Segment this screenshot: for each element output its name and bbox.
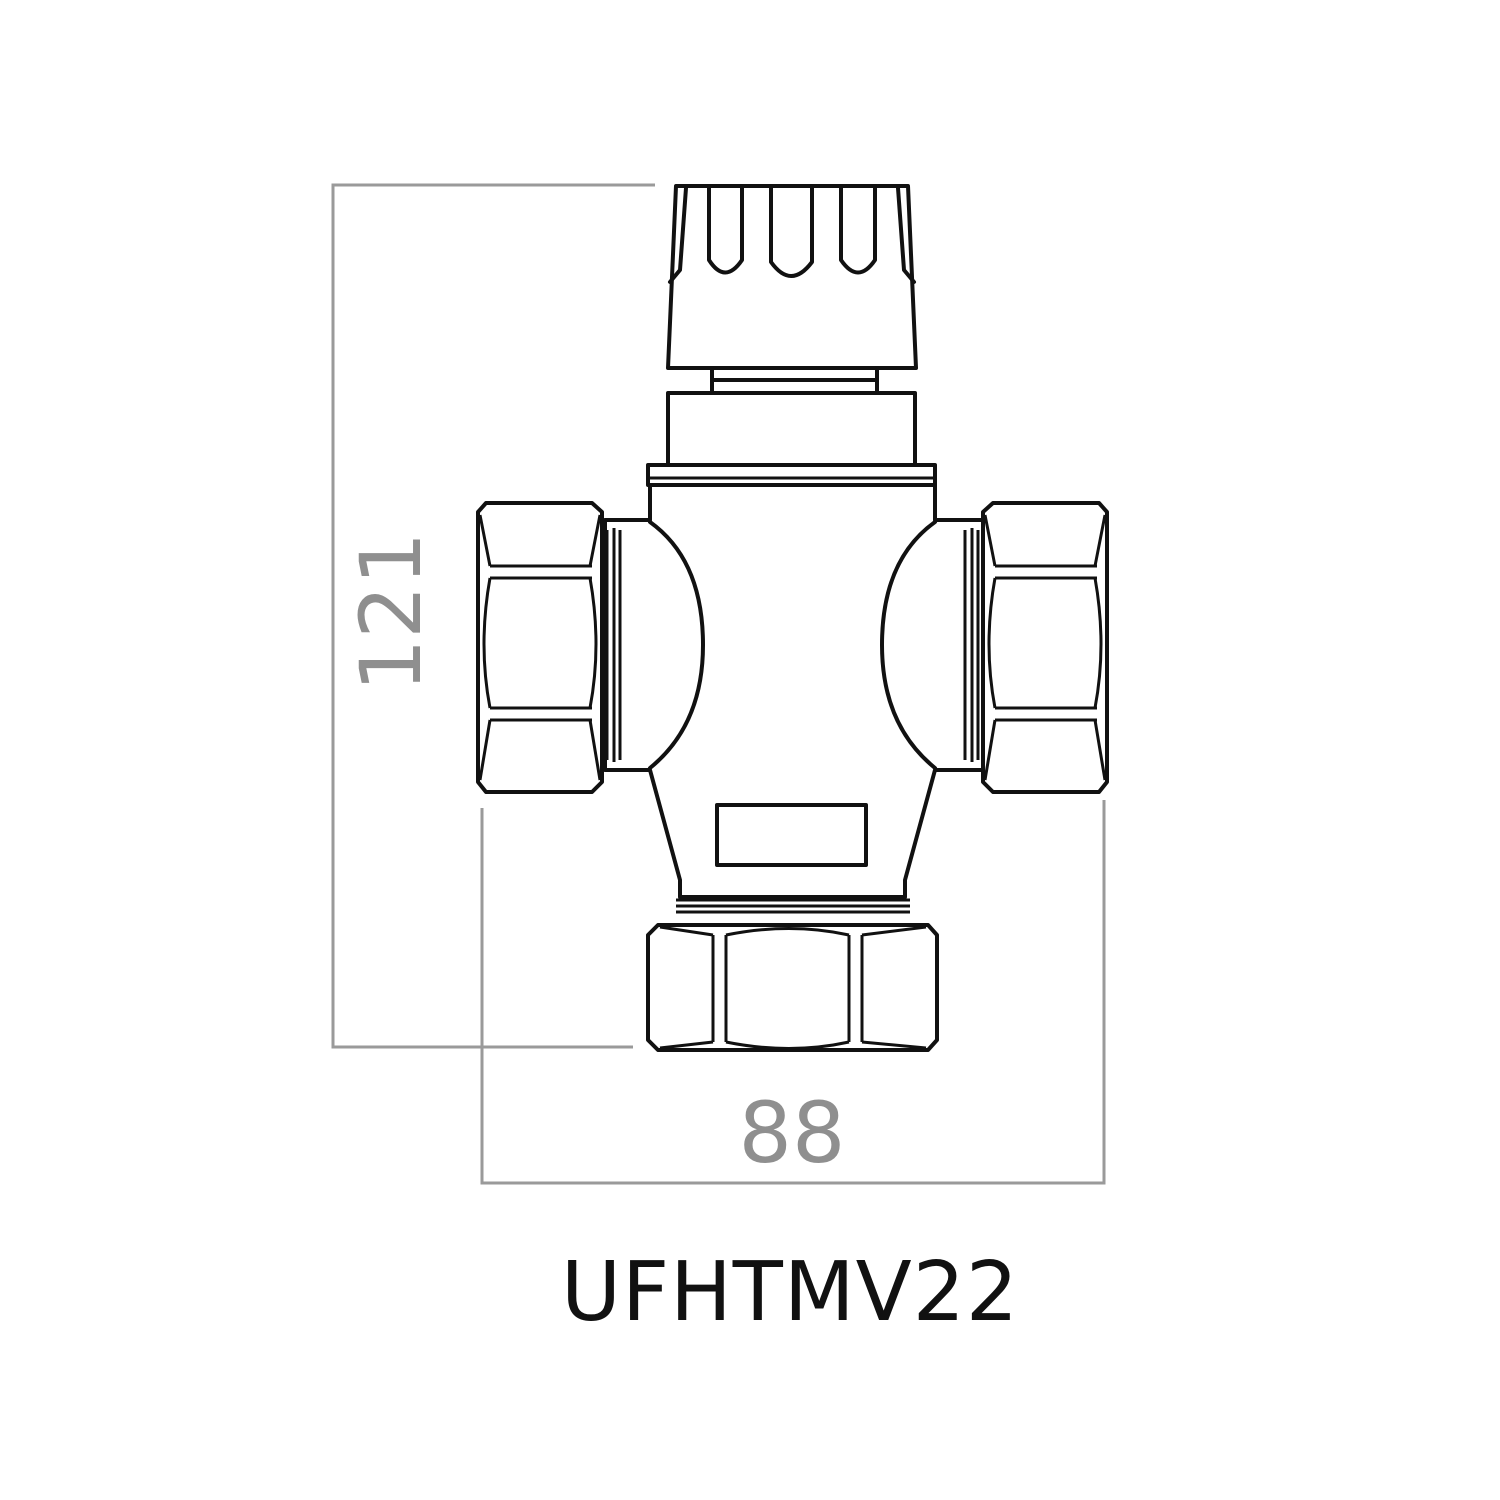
collar: [646, 463, 937, 487]
left-compression-nut: [476, 501, 604, 794]
width-dimension-label: 88: [739, 1084, 846, 1182]
right-thread: [963, 528, 980, 762]
stem: [710, 366, 879, 395]
height-dimension-label: 121: [342, 532, 440, 692]
right-port-dome: [880, 520, 937, 770]
bottom-thread: [676, 898, 910, 914]
bonnet: [666, 391, 917, 467]
label-plate: [715, 803, 868, 867]
right-compression-nut: [981, 501, 1109, 794]
product-code: UFHTMV22: [560, 1245, 1020, 1340]
left-port-dome: [648, 520, 705, 770]
left-thread: [605, 528, 622, 762]
valve-body: [603, 483, 985, 899]
width-dimension: 88: [480, 800, 1106, 1185]
bottom-compression-nut: [646, 923, 939, 1052]
adjustment-knob: [666, 184, 918, 370]
